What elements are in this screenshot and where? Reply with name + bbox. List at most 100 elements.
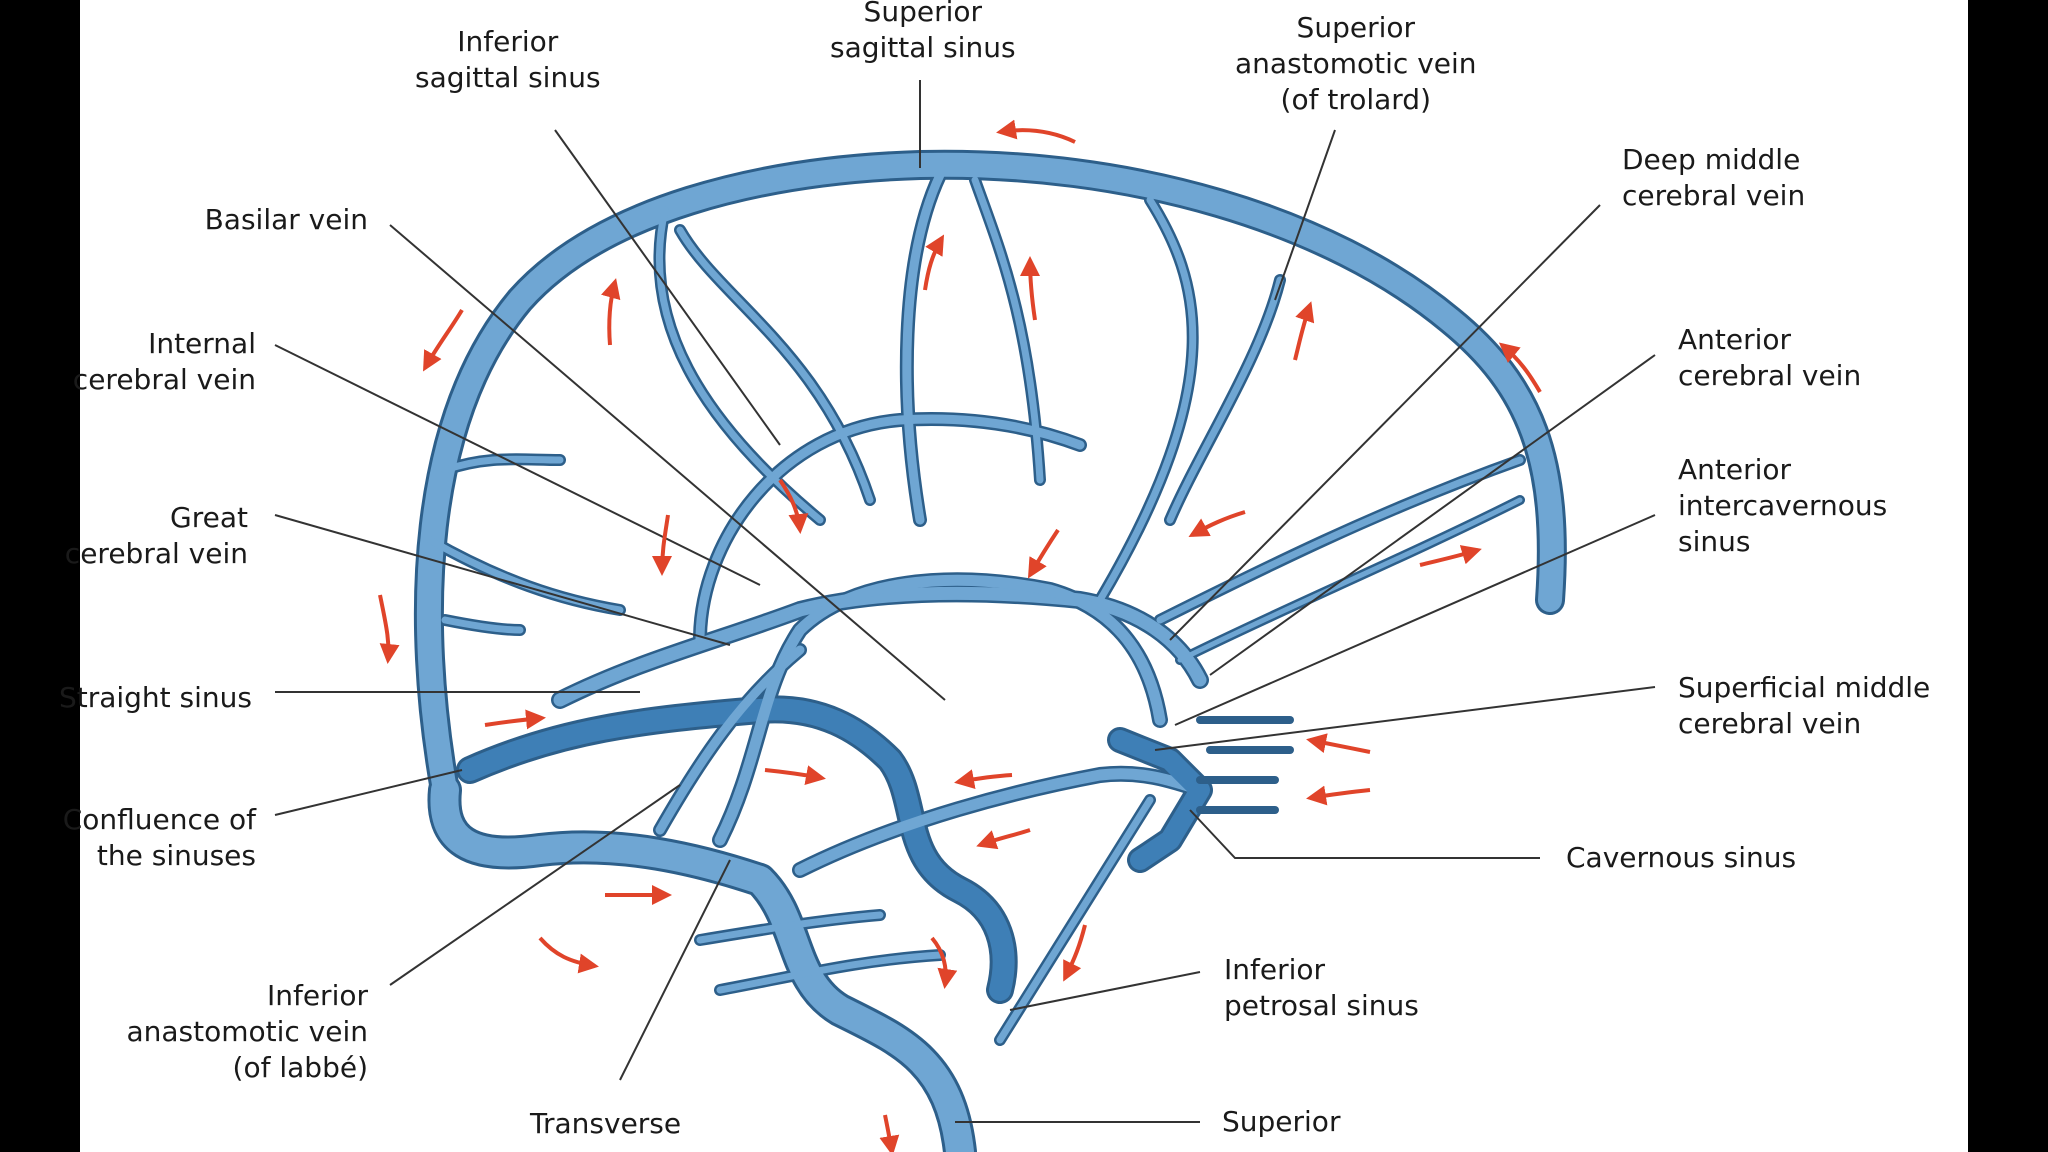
leader-lines <box>274 80 1656 1123</box>
cortical-vein-6-fill <box>676 226 874 504</box>
label-internal-cerebral-vein: Internal cerebral vein <box>73 326 256 398</box>
label-inferior-sagittal-sinus: Inferior sagittal sinus <box>415 24 601 96</box>
label-superficial-middle-cerebral-vein: Superficial middle cerebral vein <box>1678 670 1930 742</box>
flow-arrow <box>954 769 1013 789</box>
leader-trolard <box>1274 129 1336 301</box>
flow-arrow <box>538 936 599 974</box>
label-transverse-sinus: Transverse <box>530 1106 681 1142</box>
flow-arrow <box>378 594 400 664</box>
leader-transverse <box>619 859 731 1081</box>
label-superior-sagittal-sinus: Superior sagittal sinus <box>830 0 1016 66</box>
cortical-vein-5-fill <box>655 206 824 524</box>
anterior-cerebral-vein-fill <box>1156 456 1524 624</box>
transverse-sinus-fill <box>430 776 974 1152</box>
label-line: anastomotic vein <box>1235 47 1477 80</box>
flow-arrow <box>1063 924 1087 982</box>
inferior-sagittal-sinus-fill <box>695 414 1085 645</box>
cavernous-prongs <box>1196 716 1294 814</box>
label-line: Straight sinus <box>58 681 252 714</box>
basilar-vein-fill <box>714 574 1166 846</box>
leader-great-cerebral <box>274 514 731 646</box>
label-line: Internal <box>148 327 256 360</box>
leader-confluence <box>274 769 463 816</box>
flow-arrow <box>1020 256 1041 321</box>
label-line: petrosal sinus <box>1224 989 1419 1022</box>
diagram-sheet <box>80 0 1968 1152</box>
label-line: Superficial middle <box>1678 671 1931 704</box>
occipital-vein-3-fill <box>426 536 624 614</box>
label-line: Superior <box>1296 11 1415 44</box>
label-line: intercavernous <box>1678 489 1888 522</box>
leader-cavernous <box>1189 809 1540 859</box>
leader-superficial-middle <box>1154 686 1656 751</box>
flow-arrow <box>652 514 673 576</box>
leader-internal-cerebral <box>274 344 761 586</box>
flow-arrow <box>484 709 546 730</box>
flow-arrow <box>1419 545 1482 567</box>
label-cavernous-sinus: Cavernous sinus <box>1566 840 1796 876</box>
label-line: Basilar vein <box>204 203 368 236</box>
flow-arrow <box>1306 733 1371 754</box>
label-great-cerebral-vein: Great cerebral vein <box>65 500 248 572</box>
label-line: Anterior <box>1678 323 1792 356</box>
label-line: Anterior <box>1678 453 1792 486</box>
flow-arrow <box>1027 528 1060 579</box>
flow-arrow <box>601 278 621 346</box>
label-line: (of trolard) <box>1280 83 1432 116</box>
superficial-middle-cerebral-fill <box>794 768 1206 876</box>
label-line: cerebral vein <box>64 537 248 570</box>
occipital-vein-3 <box>424 534 626 616</box>
label-line: Cavernous sinus <box>1566 841 1797 874</box>
internal-cerebral-vein-fill <box>553 586 1207 707</box>
label-inferior-petrosal-sinus: Inferior petrosal sinus <box>1224 952 1419 1024</box>
label-line: Deep middle <box>1622 143 1801 176</box>
label-line: Transverse <box>530 1107 682 1140</box>
label-line: Inferior <box>266 979 368 1012</box>
label-line: cerebral vein <box>72 363 256 396</box>
cortical-vein-3-fill <box>1096 196 1197 604</box>
inferior-sagittal-sinus-vessel <box>693 412 1087 647</box>
flow-arrow <box>976 828 1031 850</box>
flow-arrows <box>378 119 1542 1152</box>
label-line: sinus <box>1678 525 1751 558</box>
label-line: sagittal sinus <box>415 61 601 94</box>
label-line: Superior <box>1222 1105 1341 1138</box>
label-anterior-cerebral-vein: Anterior cerebral vein <box>1678 322 1861 394</box>
flow-arrow <box>923 234 945 291</box>
cavernous-sinus-fill <box>1110 730 1210 870</box>
label-straight-sinus: Straight sinus <box>59 680 252 716</box>
straight-sinus-fill <box>459 698 1015 1001</box>
flow-arrow <box>879 1114 900 1152</box>
leader-basilar <box>389 224 946 701</box>
leader-deep-middle <box>1169 204 1601 641</box>
label-basilar-vein: Basilar vein <box>205 202 368 238</box>
label-line: Great <box>170 501 248 534</box>
leader-labbe <box>389 784 681 986</box>
cortical-vein-2-fill <box>971 176 1044 484</box>
inferior-petrosal-fill <box>996 796 1154 1044</box>
label-confluence-of-sinuses: Confluence of the sinuses <box>63 802 256 874</box>
flow-arrow <box>778 478 809 534</box>
label-line: the sinuses <box>96 839 256 872</box>
flow-arrow <box>423 308 464 372</box>
label-anterior-intercavernous-sinus: Anterior intercavernous sinus <box>1678 452 1887 560</box>
label-superior-anastomotic-vein: Superior anastomotic vein (of trolard) <box>1235 10 1477 118</box>
superior-sagittal-sinus-vessel <box>413 149 1567 805</box>
label-line: Inferior <box>1224 953 1326 986</box>
lower-branch-1-fill <box>696 911 884 944</box>
occipital-vein-2-fill <box>441 616 524 634</box>
leader-anterior-intercavernous <box>1174 514 1656 726</box>
lower-branch-2-fill <box>716 951 944 994</box>
label-line: Confluence of <box>62 803 256 836</box>
trolard-vein-fill <box>902 170 945 525</box>
flow-arrow <box>996 119 1076 144</box>
label-line: sagittal sinus <box>830 31 1016 64</box>
label-line: cerebral vein <box>1678 359 1862 392</box>
flow-arrow <box>1498 342 1542 394</box>
flow-arrow <box>930 936 958 989</box>
leader-anterior-cerebral <box>1209 354 1656 676</box>
label-line: Inferior <box>457 25 559 58</box>
labbe-vein-fill <box>655 645 805 835</box>
